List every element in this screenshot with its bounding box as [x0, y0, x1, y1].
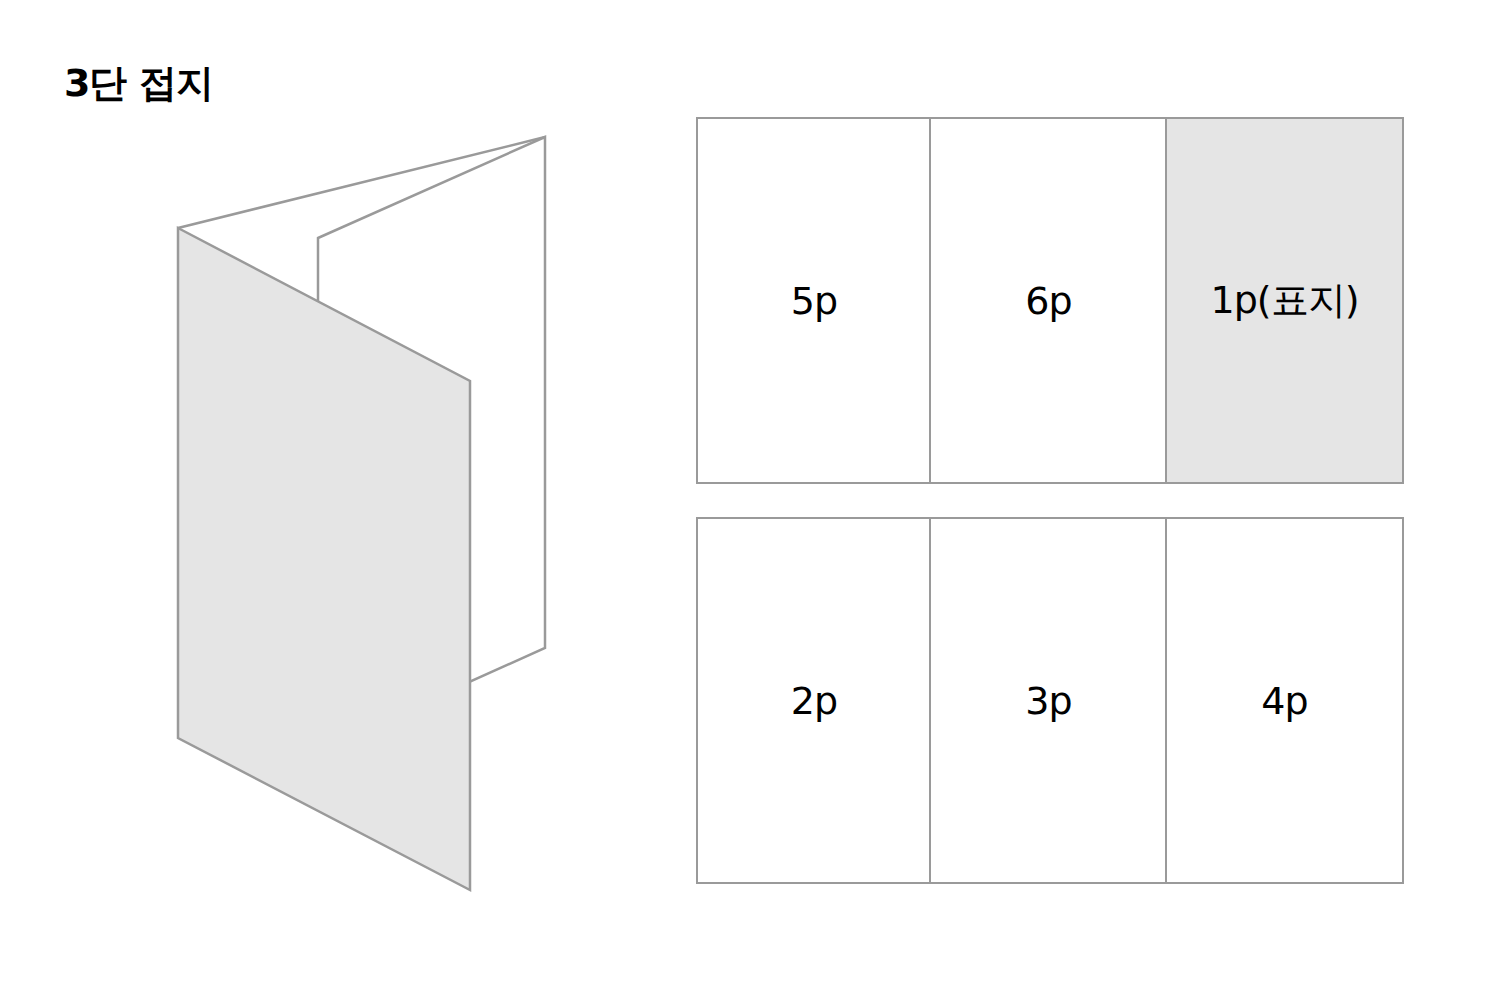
page-number: 1p(표지) [1207, 271, 1363, 330]
page-number: 3p [1021, 675, 1075, 727]
page-panel: 2p [696, 517, 932, 884]
page-number: 5p [787, 275, 841, 327]
diagram-title: 3단 접지 [64, 58, 213, 109]
page-panel: 4p [1165, 517, 1404, 884]
page-number: 2p [787, 675, 841, 727]
page-number: 4p [1257, 675, 1311, 727]
page-panel: 1p(표지) [1165, 117, 1404, 484]
page-panel: 5p [696, 117, 932, 484]
fold-edge [178, 137, 545, 228]
page-panel: 6p [929, 117, 1168, 484]
front-panel [178, 228, 470, 890]
page-panel: 3p [929, 517, 1168, 884]
page-number: 6p [1021, 275, 1075, 327]
